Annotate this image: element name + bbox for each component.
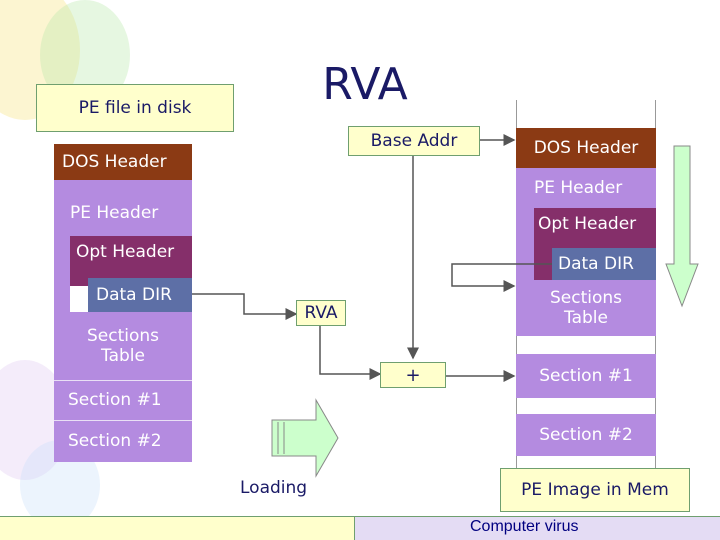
plus-box: + bbox=[380, 362, 446, 388]
rva-box: RVA bbox=[296, 300, 346, 326]
loading-label: Loading bbox=[240, 478, 308, 498]
disk-data-dir: Data DIR bbox=[88, 278, 192, 312]
mem-gap bbox=[516, 398, 656, 414]
mem-data-dir: Data DIR bbox=[552, 248, 656, 280]
mem-top-bracket bbox=[516, 100, 656, 128]
disk-divider bbox=[54, 380, 192, 381]
mem-section-2: Section #2 bbox=[516, 414, 656, 456]
mem-opt-header-body bbox=[534, 240, 656, 248]
disk-opt-header: Opt Header bbox=[70, 236, 192, 268]
base-addr-label: Base Addr bbox=[348, 126, 480, 156]
rva-to-plus-arrow bbox=[319, 326, 382, 380]
disk-section-1: Section #1 bbox=[54, 380, 192, 420]
footer-left bbox=[0, 516, 355, 540]
disk-section-2: Section #2 bbox=[54, 420, 192, 462]
mem-bottom-bracket bbox=[516, 456, 656, 468]
mem-pe-header-strip bbox=[516, 208, 534, 280]
mem-ddir-link bbox=[451, 263, 552, 292]
scan-direction-arrow bbox=[665, 145, 699, 308]
mem-section-1: Section #1 bbox=[516, 354, 656, 398]
mem-label: PE Image in Mem bbox=[500, 468, 690, 512]
diagram-title: RVA bbox=[322, 58, 408, 110]
footer-text: Computer virus bbox=[470, 518, 579, 535]
mem-pe-header: PE Header bbox=[516, 168, 656, 208]
mem-sections-table: Sections Table bbox=[516, 280, 656, 336]
disk-divider bbox=[54, 420, 192, 421]
mem-opt-header: Opt Header bbox=[534, 208, 656, 240]
disk-dos-header: DOS Header bbox=[54, 144, 192, 180]
disk-label: PE file in disk bbox=[36, 84, 234, 132]
disk-sections-table: Sections Table bbox=[54, 312, 192, 380]
mem-gap bbox=[516, 336, 656, 354]
disk-pe-header: PE Header bbox=[54, 180, 192, 246]
loading-arrow bbox=[271, 398, 339, 478]
disk-ddir-to-rva-arrow bbox=[192, 293, 298, 320]
mem-dos-header: DOS Header bbox=[516, 128, 656, 168]
disk-pe-header-strip bbox=[54, 246, 70, 312]
footer-right bbox=[355, 516, 720, 540]
